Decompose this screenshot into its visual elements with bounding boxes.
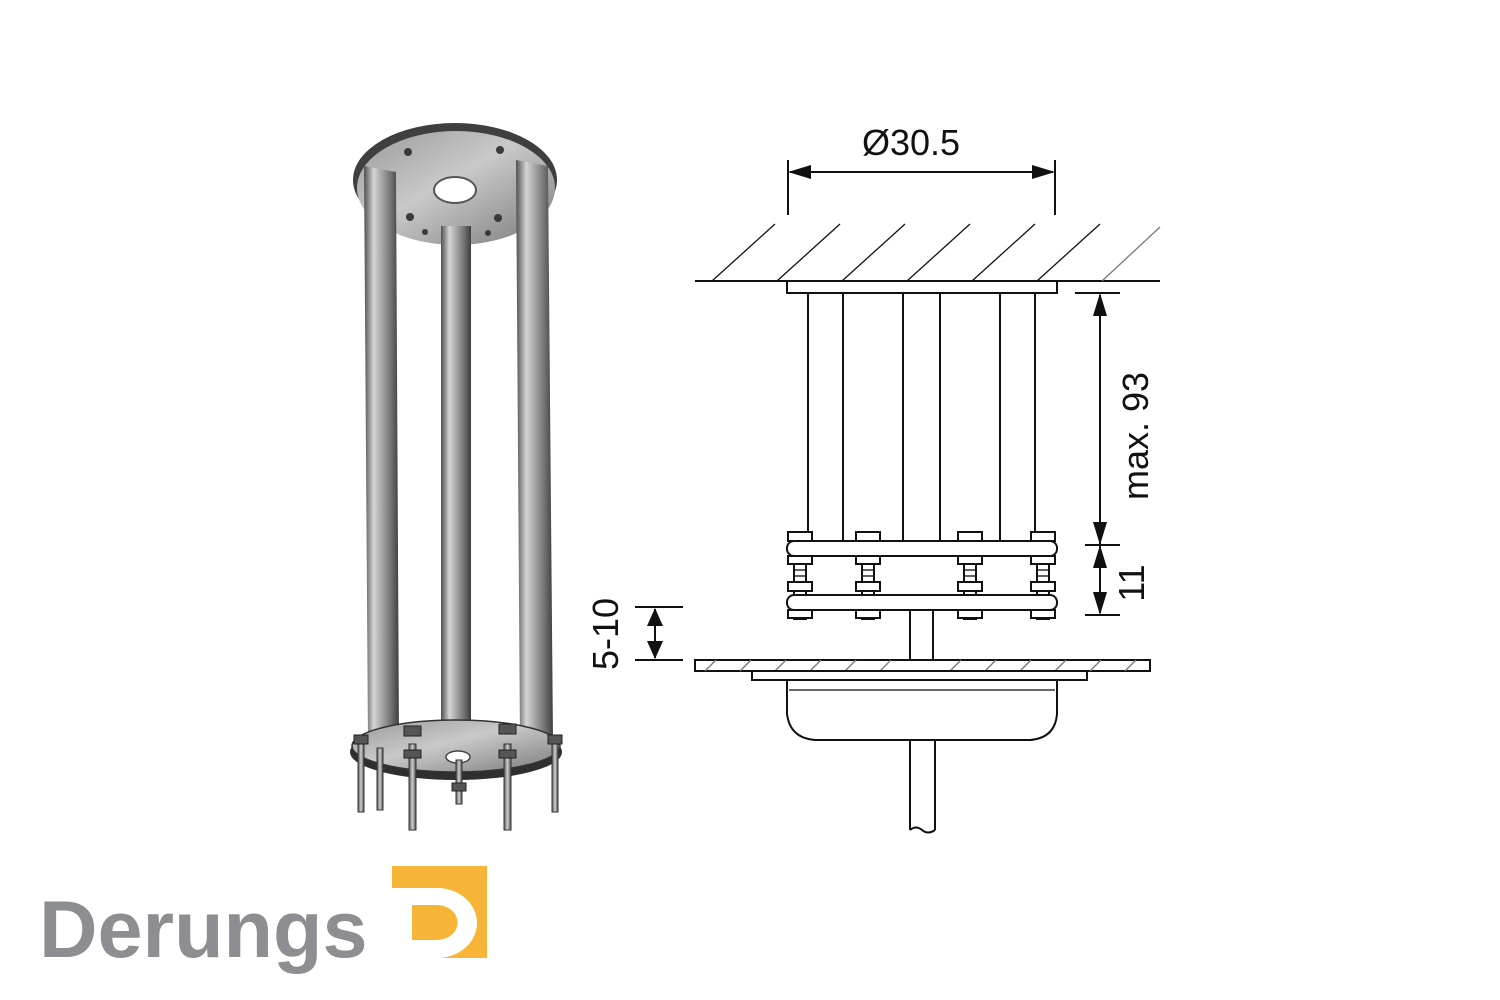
left-rod <box>364 166 399 742</box>
bottom-plate-bolts <box>357 741 559 831</box>
ceiling-gap-label: 5-10 <box>585 598 626 670</box>
technical-drawing: Ø30.5 <box>585 122 1161 834</box>
top-mounting-plate <box>353 123 557 245</box>
height-arrow <box>1093 522 1107 545</box>
hatch-line <box>776 223 841 282</box>
drawing-ceiling-panel <box>694 659 1151 672</box>
height-arrow <box>1093 592 1107 615</box>
hatch-line <box>971 223 1036 282</box>
drawing-nuts <box>787 531 1056 619</box>
diameter-dimension: Ø30.5 <box>787 122 1056 215</box>
height-arrow <box>1093 293 1107 316</box>
center-rod <box>441 226 471 726</box>
plate-spacing-label: 11 <box>1111 564 1152 601</box>
hatch-line <box>1101 226 1161 282</box>
drawing-top-plate <box>786 280 1058 294</box>
hatch-line <box>906 223 971 282</box>
hatch-line <box>711 223 776 282</box>
max-height-label: max. 93 <box>1115 372 1156 500</box>
top-plate-center-hole <box>433 176 477 204</box>
suspension-rods <box>364 160 553 742</box>
gap-arrow <box>647 641 663 659</box>
diameter-arrow-right <box>1032 165 1055 179</box>
logo-wordmark: Derungs <box>39 885 368 975</box>
drawing-lower-clamp-plate <box>786 594 1058 611</box>
drawing-fixture-flange <box>751 670 1088 681</box>
gap-arrow <box>647 608 663 626</box>
hatch-line <box>841 223 906 282</box>
product-photo <box>350 123 563 831</box>
drawing-fixture-housing <box>786 679 1058 741</box>
height-dimensions: max. 93 11 <box>1075 292 1156 616</box>
hatch-line <box>1036 223 1101 282</box>
diameter-arrow-left <box>788 165 811 179</box>
drawing-center-rod <box>909 610 934 660</box>
diameter-label: Ø30.5 <box>862 122 960 163</box>
right-rod <box>516 160 553 742</box>
drawing-stem <box>909 740 936 834</box>
drawing-rods <box>807 293 1036 541</box>
logo-mark-counter <box>412 905 458 940</box>
height-arrow <box>1093 545 1107 568</box>
bottom-plate-nuts <box>353 723 563 792</box>
drawing-upper-clamp-plate <box>786 540 1058 557</box>
bottom-mounting-plate <box>350 719 563 831</box>
ceiling-gap-dimension: 5-10 <box>585 598 683 670</box>
derungs-logo: Derungs <box>39 866 487 975</box>
ceiling-hatch <box>695 223 1161 282</box>
